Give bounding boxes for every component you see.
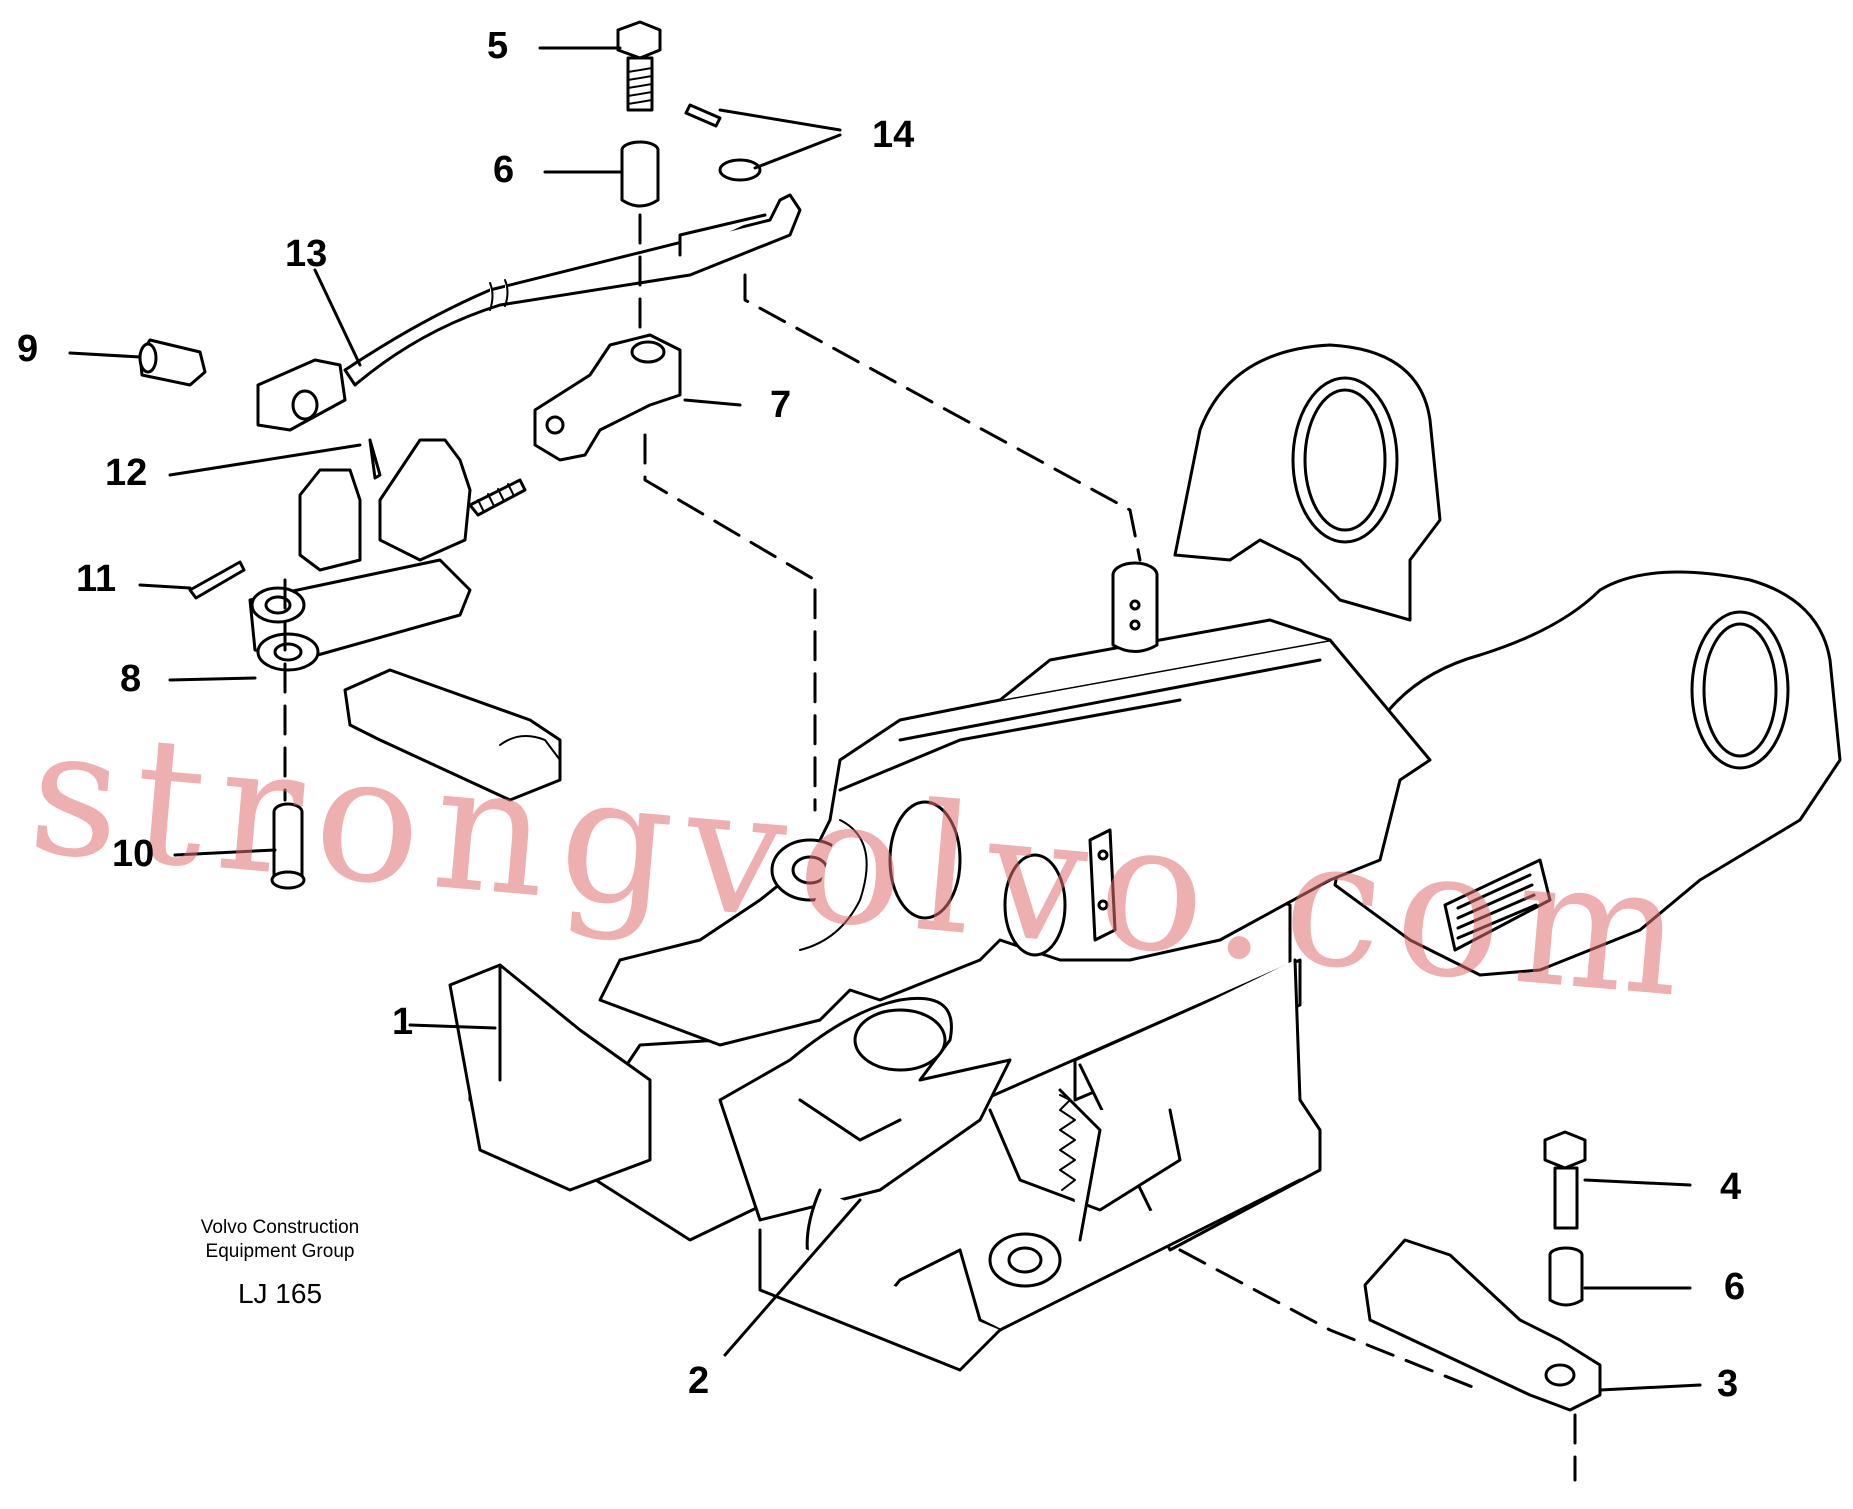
caption-company-line2: Equipment Group xyxy=(205,1241,355,1262)
front-lug-plate xyxy=(1333,570,1842,977)
part-8-bushing-plate xyxy=(248,558,562,802)
part-3-lower-lever xyxy=(1363,1238,1602,1412)
drawing-code: LJ 165 xyxy=(237,1278,323,1309)
callout-11: 11 xyxy=(76,558,117,600)
hook-and-block xyxy=(448,819,1182,1372)
callout-10: 10 xyxy=(112,833,155,875)
part-5-bolt xyxy=(616,20,662,112)
part-14-pin-and-ring xyxy=(684,103,762,182)
callout-5: 5 xyxy=(487,25,509,67)
part-10-pin xyxy=(270,802,306,890)
part-12-lever-assembly xyxy=(298,438,527,572)
part-13-rod xyxy=(256,193,802,432)
callout-3: 3 xyxy=(1717,1363,1739,1405)
locating-pin xyxy=(1111,561,1159,653)
part-4-bolt xyxy=(1543,1130,1587,1230)
part-11-split-pin xyxy=(188,560,246,600)
callout-7: 7 xyxy=(770,384,792,426)
callout-6: 6 xyxy=(493,149,515,191)
callout-9: 9 xyxy=(17,328,39,370)
callout-2: 2 xyxy=(688,1360,710,1402)
part-6-spacer-top xyxy=(620,140,660,208)
part-7-link-block xyxy=(533,333,682,462)
callout-1: 1 xyxy=(392,1001,414,1043)
assembly-lines xyxy=(283,213,1577,1482)
callout-13: 13 xyxy=(285,233,328,275)
part-6-spacer-bottom xyxy=(1548,1246,1584,1307)
callout-14: 14 xyxy=(872,114,915,156)
callout-4: 4 xyxy=(1720,1166,1742,1208)
callout-12: 12 xyxy=(105,452,148,494)
callout-8: 8 xyxy=(120,658,142,700)
callout-6-lower: 6 xyxy=(1724,1266,1746,1308)
rear-lug-plate xyxy=(1173,343,1442,622)
part-9-pin xyxy=(138,338,207,387)
holes xyxy=(888,800,1117,957)
caption-company-line1: Volvo Construction xyxy=(200,1217,360,1238)
leader-lines xyxy=(68,46,1702,1392)
